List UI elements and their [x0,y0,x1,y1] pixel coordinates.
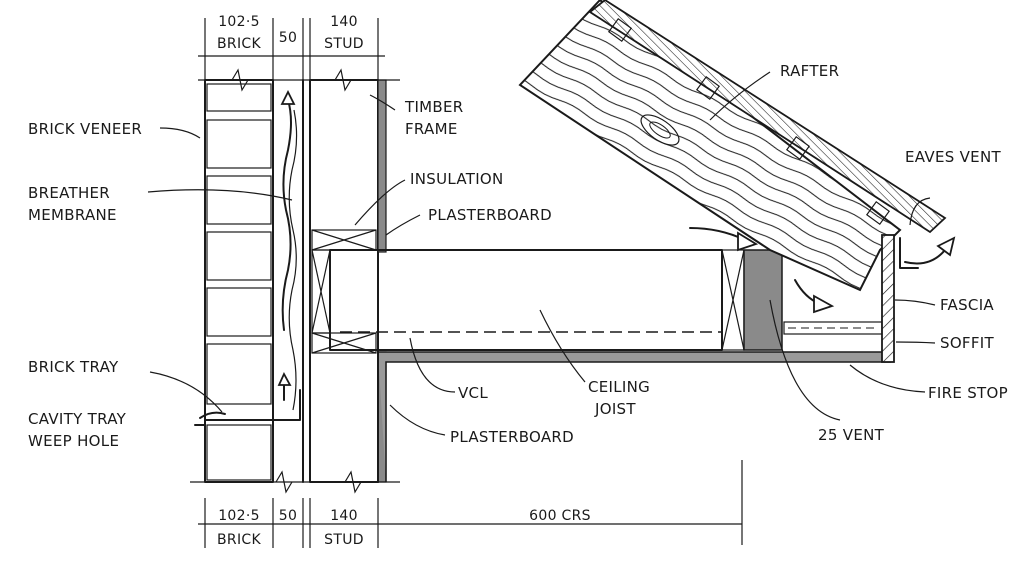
brick-tray-label: BRICK TRAY [28,358,119,376]
ceiling-joist [329,249,783,351]
weep-hole-label: WEEP HOLE [28,432,119,450]
breather-label-line1: BREATHER [28,184,110,202]
soffit-vent [783,321,883,335]
fascia-label: FASCIA [940,296,994,314]
rafter-label: RAFTER [780,62,839,80]
vcl-label: VCL [458,384,488,402]
brick-veneer [204,79,274,483]
fascia [881,234,895,363]
cavity-tray-label: CAVITY TRAY [28,410,127,428]
callout-labels: BRICK VENEER BREATHER MEMBRANE BRICK TRA… [28,62,1008,450]
top-cavity-dim: 50 [279,30,297,46]
cavity-airflow-arrow [277,89,296,401]
top-stud-label: STUD [324,36,364,52]
bottom-stud-label: STUD [324,532,364,548]
gutter [899,237,919,269]
vent-25-label: 25 VENT [818,426,885,444]
top-brick-label: BRICK [217,36,261,52]
plasterboard-upper-label: PLASTERBOARD [428,206,552,224]
airflow-arrows [689,227,835,314]
eaves-vent-arrow [904,236,956,265]
spacing-dim: 600 CRS [529,508,591,524]
bottom-cavity-dim: 50 [279,508,297,524]
timber-frame-stud [309,79,387,483]
brick-veneer-label: BRICK VENEER [28,120,142,138]
top-brick-dim: 102·5 [218,14,260,30]
leader-lines [147,71,936,436]
bottom-brick-dim: 102·5 [218,508,260,524]
ceiling-joist-label-line1: CEILING [588,378,650,396]
top-dimensions: 102·5 BRICK 50 140 STUD [198,14,400,92]
bottom-dimensions: 102·5 BRICK 50 140 STUD 600 CRS [190,460,743,548]
rafter [518,0,902,292]
insulation-label: INSULATION [410,170,504,188]
top-stud-dim: 140 [330,14,358,30]
soffit-label: SOFFIT [940,334,995,352]
eaves-vent-label: EAVES VENT [905,148,1001,166]
roof-tiles [588,0,947,234]
breather-label-line2: MEMBRANE [28,206,117,224]
bottom-stud-dim: 140 [330,508,358,524]
timber-frame-label-line1: TIMBER [404,98,464,116]
ceiling-joist-label-line2: JOIST [594,400,636,418]
fire-stop-label: FIRE STOP [928,384,1008,402]
timber-frame-label-line2: FRAME [405,120,458,138]
breather-membrane [288,79,304,483]
plasterboard-lower-label: PLASTERBOARD [450,428,574,446]
cavity-tray [194,389,301,426]
bottom-brick-label: BRICK [217,532,261,548]
